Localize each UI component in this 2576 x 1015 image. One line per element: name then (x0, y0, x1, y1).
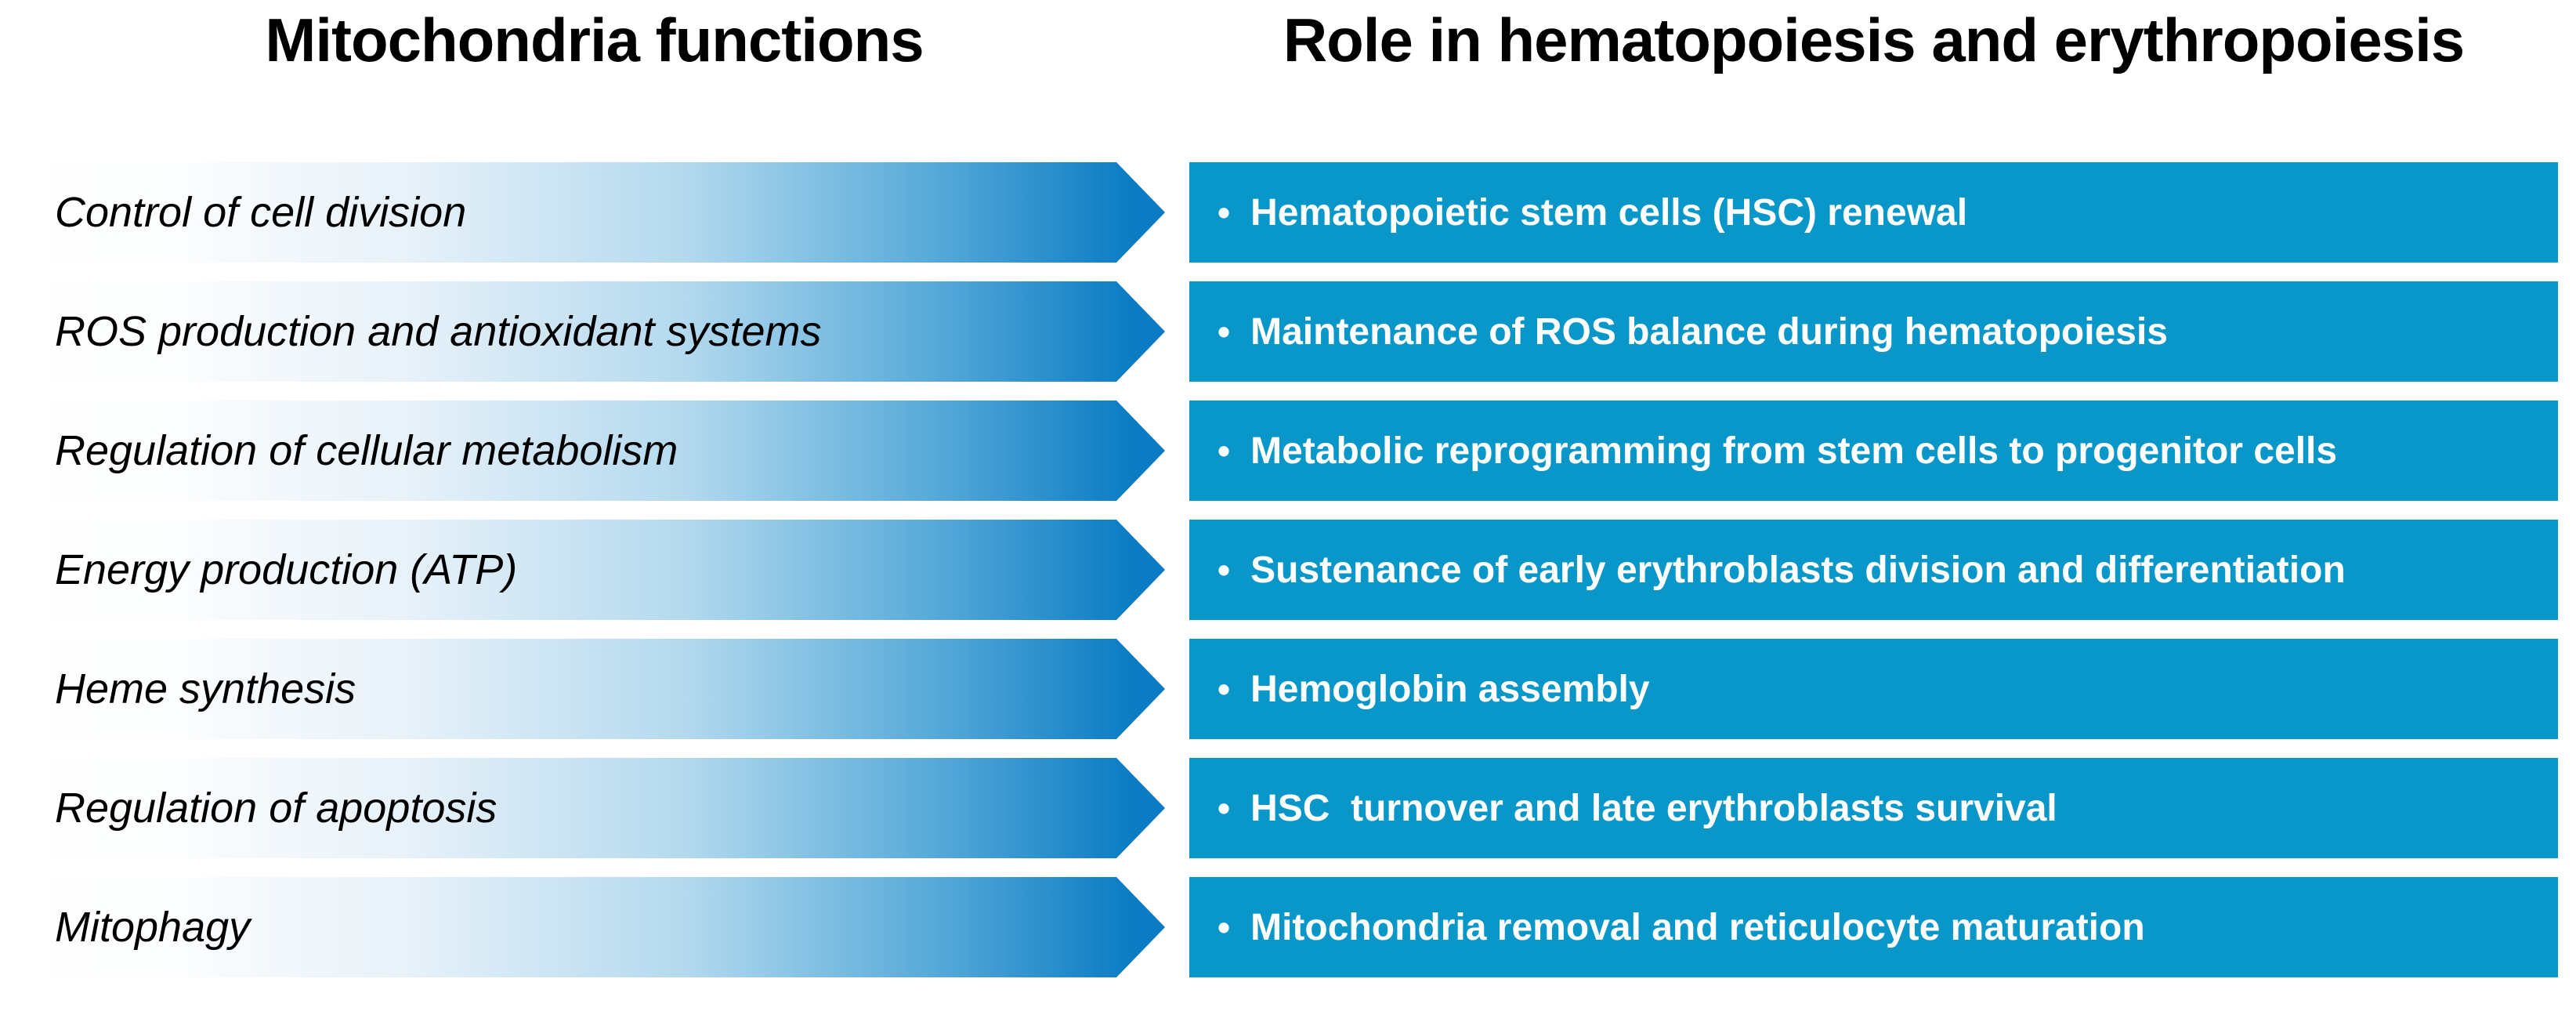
role-bar: • Metabolic reprogramming from stem cell… (1189, 401, 2558, 501)
bullet-icon: • (1217, 192, 1231, 233)
function-label: Regulation of apoptosis (55, 785, 497, 832)
diagram-row: Regulation of cellular metabolism • Meta… (0, 401, 2576, 501)
role-label: Metabolic reprogramming from stem cells … (1250, 430, 2338, 472)
function-arrow: Energy production (ATP) (24, 520, 1165, 620)
function-arrow: ROS production and antioxidant systems (24, 281, 1165, 382)
diagram-rows: Control of cell division • Hematopoietic… (0, 162, 2576, 977)
diagram-row: Energy production (ATP) • Sustenance of … (0, 520, 2576, 620)
function-label: Regulation of cellular metabolism (55, 427, 678, 474)
diagram-row: Control of cell division • Hematopoietic… (0, 162, 2576, 263)
bullet-icon: • (1217, 311, 1231, 352)
bullet-icon: • (1217, 430, 1231, 471)
function-label: Control of cell division (55, 189, 467, 236)
diagram-row: Heme synthesis • Hemoglobin assembly (0, 639, 2576, 739)
function-label: Mitophagy (55, 904, 251, 951)
function-arrow: Regulation of cellular metabolism (24, 401, 1165, 501)
bullet-icon: • (1217, 669, 1231, 709)
left-column-title: Mitochondria functions (265, 5, 924, 74)
role-label: Hematopoietic stem cells (HSC) renewal (1250, 191, 1968, 234)
function-arrow: Control of cell division (24, 162, 1165, 263)
role-label: HSC turnover and late erythroblasts surv… (1250, 787, 2057, 829)
bullet-icon: • (1217, 788, 1231, 828)
diagram-row: ROS production and antioxidant systems •… (0, 281, 2576, 382)
function-label: Energy production (ATP) (55, 546, 518, 593)
bullet-icon: • (1217, 907, 1231, 948)
function-label: ROS production and antioxidant systems (55, 308, 822, 355)
function-arrow: Mitophagy (24, 877, 1165, 977)
role-label: Maintenance of ROS balance during hemato… (1250, 310, 2168, 353)
right-column-title: Role in hematopoiesis and erythropoiesis (1283, 5, 2465, 74)
diagram-row: Regulation of apoptosis • HSC turnover a… (0, 758, 2576, 858)
function-arrow: Heme synthesis (24, 639, 1165, 739)
role-bar: • Hemoglobin assembly (1189, 639, 2558, 739)
role-bar: • Mitochondria removal and reticulocyte … (1189, 877, 2558, 977)
bullet-icon: • (1217, 549, 1231, 590)
function-arrow: Regulation of apoptosis (24, 758, 1165, 858)
diagram-row: Mitophagy • Mitochondria removal and ret… (0, 877, 2576, 977)
role-bar: • Hematopoietic stem cells (HSC) renewal (1189, 162, 2558, 263)
role-label: Hemoglobin assembly (1250, 668, 1650, 710)
role-bar: • Maintenance of ROS balance during hema… (1189, 281, 2558, 382)
function-label: Heme synthesis (55, 665, 356, 712)
role-bar: • Sustenance of early erythroblasts divi… (1189, 520, 2558, 620)
role-bar: • HSC turnover and late erythroblasts su… (1189, 758, 2558, 858)
role-label: Sustenance of early erythroblasts divisi… (1250, 549, 2346, 591)
role-label: Mitochondria removal and reticulocyte ma… (1250, 906, 2145, 948)
